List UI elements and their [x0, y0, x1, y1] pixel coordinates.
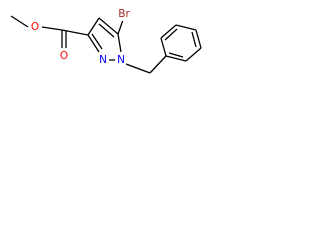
bond-c5-bromine: [117, 19, 124, 35]
bond-phenyl-1: [160, 37, 167, 57]
bond-phenyl-inner-1: [164, 28, 178, 41]
atom-n1: N: [115, 53, 126, 67]
bond-phenyl-2: [160, 24, 177, 39]
bond-phenyl-5: [185, 47, 202, 62]
bond-phenyl-3: [175, 24, 197, 31]
bond-methyl-ester-oxygen: [10, 15, 29, 28]
bond-c3-n2-b: [91, 33, 103, 50]
bond-c4-c3: [87, 17, 100, 36]
atom-ether-oxygen: O: [29, 20, 41, 34]
atom-bromine: Br: [116, 7, 132, 21]
bond-n1-methylene: [125, 63, 151, 74]
atom-carbonyl-oxygen: O: [58, 48, 70, 62]
bond-phenyl-inner-2: [191, 31, 197, 48]
carbonyl-oxygen-label: O: [60, 50, 68, 62]
n1-label: N: [117, 54, 125, 66]
atom-n2: N: [98, 53, 109, 67]
bond-methylene-phenyl: [149, 55, 167, 74]
bond-phenyl-6: [165, 55, 187, 62]
bond-n1-c5: [117, 33, 122, 53]
bond-phenyl-4: [195, 29, 202, 49]
bond-carbonyl-carbon-c3: [61, 29, 89, 36]
bond-c3-n2-a: [87, 34, 100, 53]
bond-phenyl-inner-3: [168, 52, 184, 58]
ether-oxygen-label: O: [31, 21, 39, 33]
bond-c5-c4-b: [98, 23, 115, 38]
n2-label: N: [99, 54, 107, 66]
chemical-structure: O O Br N N: [10, 7, 202, 74]
bond-c5-c4-a: [98, 17, 119, 35]
bromine-label: Br: [118, 8, 130, 20]
bond-ester-oxygen-carbonyl-carbon: [41, 26, 63, 31]
